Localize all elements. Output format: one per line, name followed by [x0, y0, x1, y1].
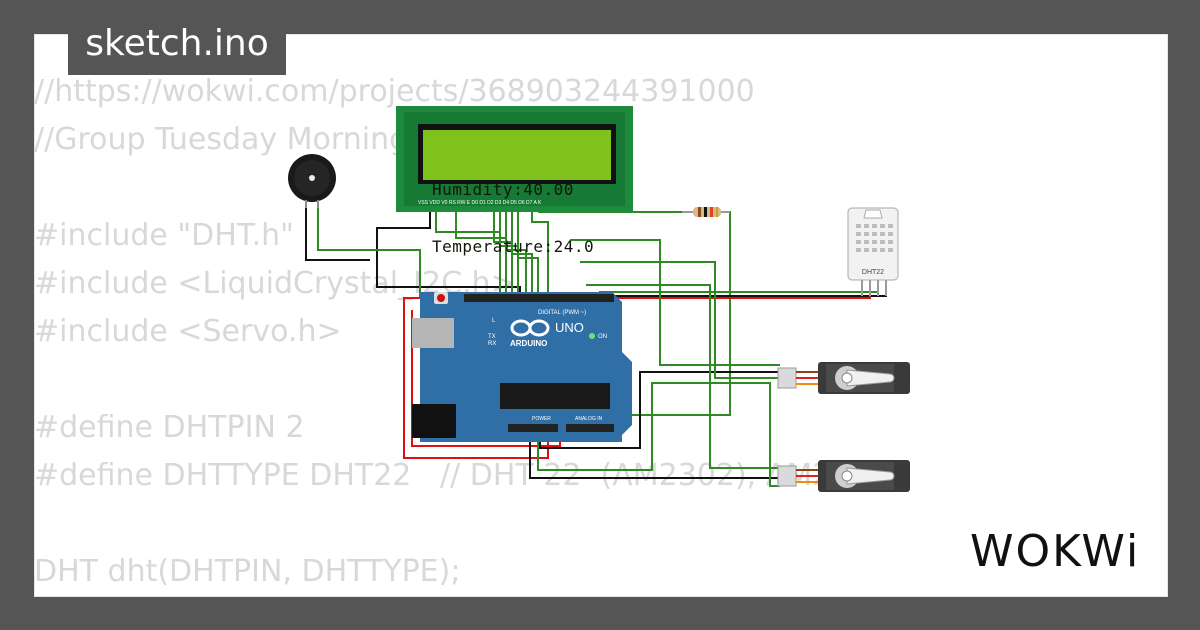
wire-lcd-green-4	[499, 212, 519, 298]
wire-lcd-green-5	[505, 212, 527, 298]
buzzer[interactable]	[288, 154, 336, 208]
tx-label: TX	[488, 334, 496, 340]
resistor[interactable]	[682, 207, 730, 217]
wire-lcd-green-7	[517, 212, 539, 298]
wire-servo1-signal	[580, 261, 780, 379]
wire-servo2-black	[529, 430, 780, 479]
wire-resistor-to-dht	[615, 211, 731, 416]
wire-lcd-black	[376, 212, 521, 298]
lcd-screen-text: Humidity:40.00 Temperature:24.0	[432, 142, 594, 275]
wire-buzzer-black	[305, 198, 370, 261]
lcd-display[interactable]: VSS VDD V0 RS RW E D0 D1 D2 D3 D4 D5 D6 …	[396, 106, 633, 212]
servo-motor-1[interactable]	[777, 362, 910, 394]
wire-buzzer-green	[317, 198, 421, 298]
code-line: //https://wokwi.com/projects/36890324439…	[34, 74, 755, 109]
l-label: L	[492, 318, 496, 324]
dht22-sensor[interactable]: DHT22	[847, 207, 899, 296]
servo-motor-2[interactable]	[777, 460, 910, 492]
wire-lcd-green-2	[455, 212, 507, 298]
lcd-line-1: Humidity:40.00	[432, 180, 574, 199]
wire-servo2-green	[586, 284, 780, 469]
wire-servo2-signal	[537, 382, 780, 487]
dht-label: DHT22	[862, 269, 884, 276]
rx-label: RX	[488, 341, 496, 347]
wire-servo1-green	[570, 239, 780, 366]
code-line: #include <LiquidCrystal_I2C.h>	[34, 266, 516, 301]
file-tab[interactable]: sketch.ino	[68, 12, 286, 75]
code-line: #define DHTPIN 2	[34, 410, 305, 445]
lcd-pin-labels: VSS VDD V0 RS RW E D0 D1 D2 D3 D4 D5 D6 …	[418, 200, 542, 206]
code-line: DHT dht(DHTPIN, DHTTYPE);	[34, 554, 461, 589]
arduino-brand: ARDUINO	[510, 339, 547, 348]
analog-label: ANALOG IN	[575, 416, 603, 422]
arduino-model: UNO	[555, 320, 584, 335]
arduino-logo-icon	[510, 319, 550, 337]
wire-lcd-green-8	[531, 212, 549, 298]
wire-lcd-green-3	[493, 212, 513, 298]
code-line: #include <Servo.h>	[34, 314, 342, 349]
wire-lcd-green-6	[511, 212, 533, 298]
wire-lcd-green-1	[435, 212, 501, 298]
on-label: ON	[598, 334, 607, 340]
wokwi-logo: WOKWi	[970, 526, 1141, 577]
power-label: POWER	[532, 416, 551, 422]
digital-label: DIGITAL (PWM ~)	[538, 310, 586, 316]
code-line: #include "DHT.h"	[34, 218, 294, 253]
arduino-uno-board[interactable]: ARDUINO UNO DIGITAL (PWM ~) ON TX RX L P…	[412, 292, 632, 442]
code-line: //Group Tuesday Morning	[34, 122, 409, 157]
code-preview: //https://wokwi.com/projects/36890324439…	[34, 68, 889, 596]
lcd-line-2: Temperature:24.0	[432, 237, 595, 256]
